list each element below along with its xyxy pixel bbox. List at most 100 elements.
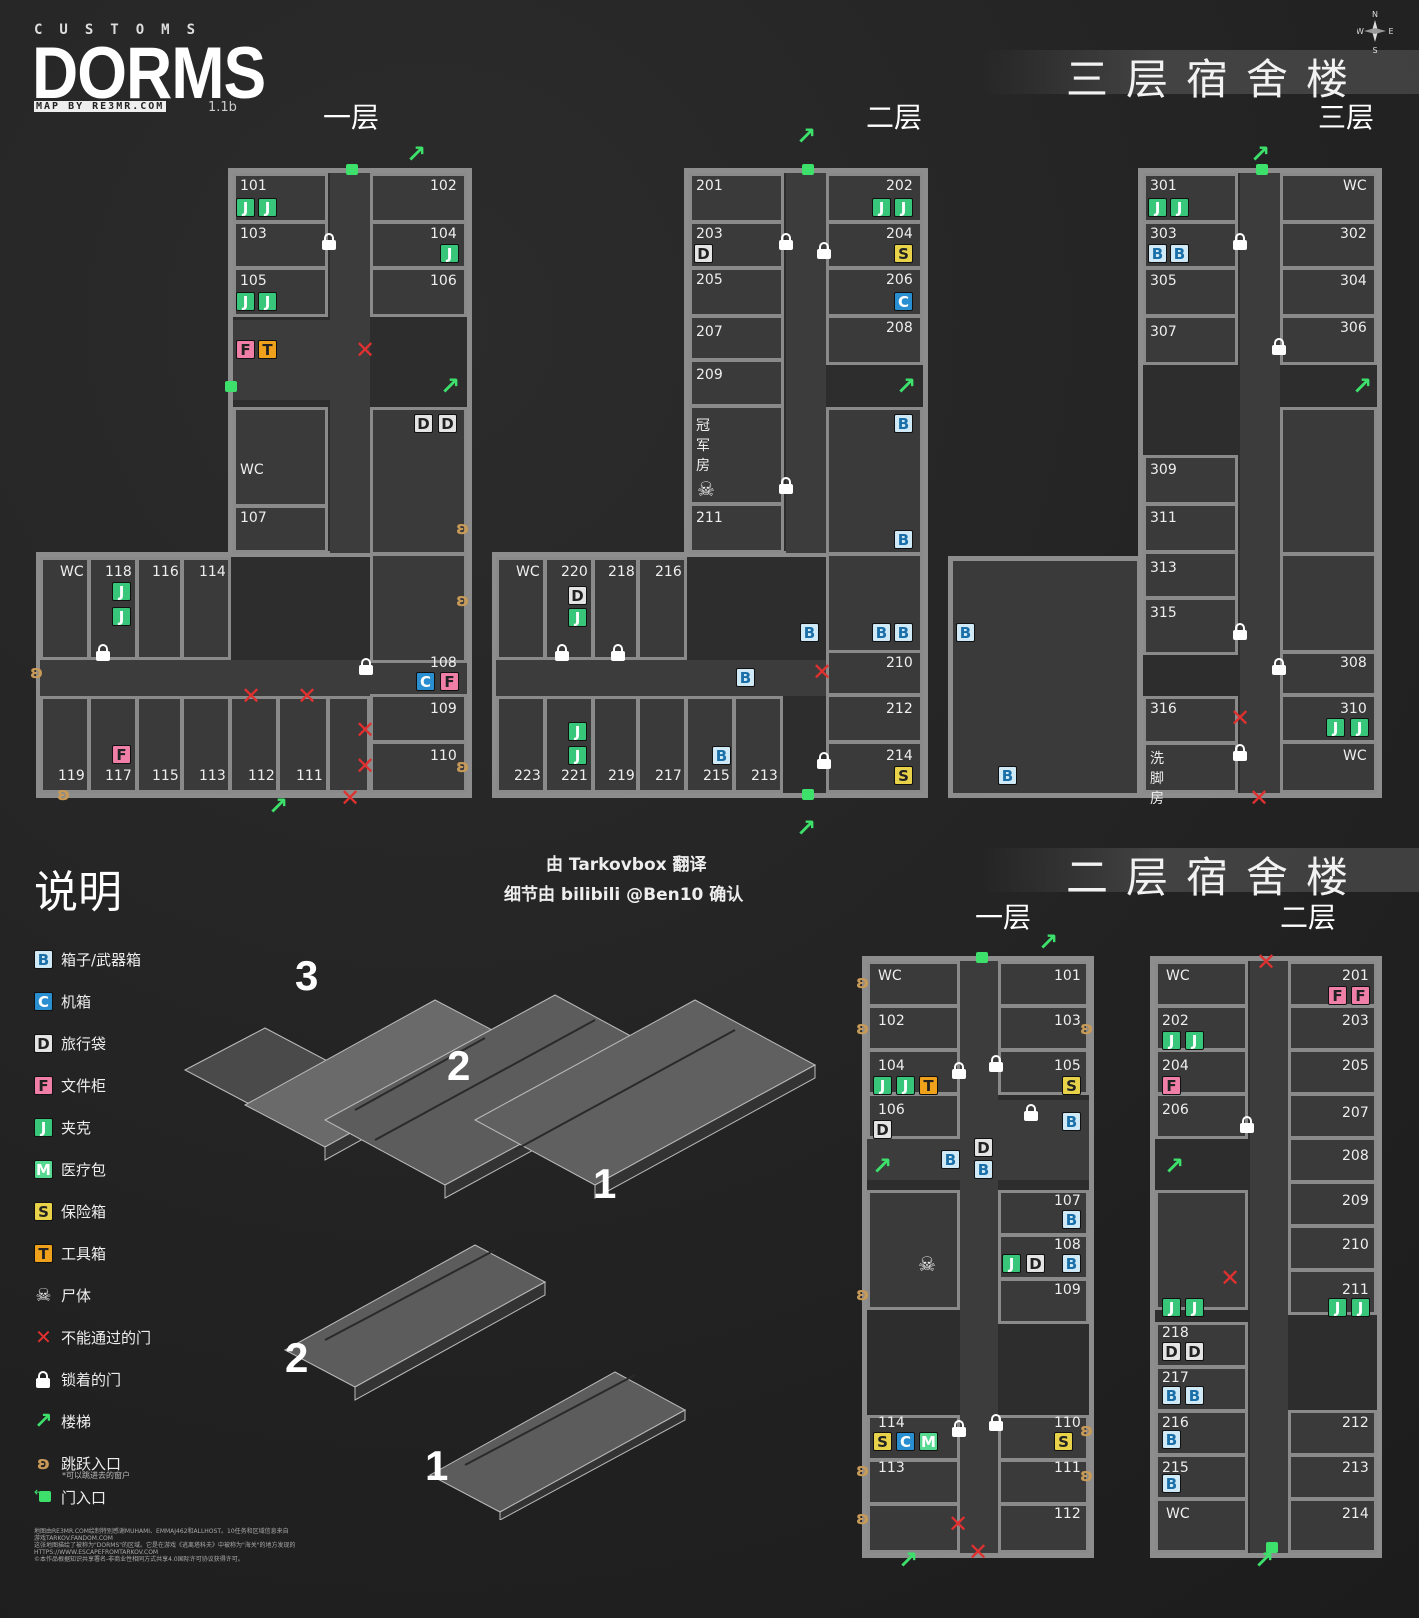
loot-marker-c: C [894, 292, 913, 311]
two-story-title: 二层宿舍楼 [1066, 853, 1367, 902]
loot-marker-d: D [694, 244, 713, 263]
room-112: 112 [248, 768, 275, 784]
room-cell [1143, 696, 1238, 744]
lock-icon [322, 233, 336, 250]
room-cell [685, 696, 735, 793]
loot-marker-b: B [1062, 1254, 1081, 1273]
iso-label-1: 1 [593, 1160, 616, 1207]
blocked-door-icon: ✕ [1220, 1264, 1241, 1292]
jump-window-icon: ʚ [856, 1018, 870, 1039]
loot-marker-j: J [568, 746, 587, 765]
loot-marker-f: F [1351, 986, 1370, 1005]
jump-window-icon: ʚ [856, 972, 870, 993]
room-210: 210 [886, 655, 913, 671]
loot-marker-j: J [236, 198, 255, 217]
compass-s: S [1372, 46, 1377, 54]
loot-marker-d: D [438, 414, 457, 433]
jump-window-icon: ʚ [456, 756, 470, 777]
room-cell [867, 1005, 960, 1051]
room-113: 113 [878, 1460, 905, 1476]
room-wc: WC [1166, 1506, 1190, 1522]
room-218: 218 [1162, 1325, 1189, 1341]
room-cell [998, 961, 1089, 1007]
compass-e: E [1388, 27, 1393, 36]
room-304: 304 [1340, 273, 1367, 289]
loot-marker-f: F [112, 745, 131, 764]
iso-label-2b: 2 [285, 1334, 308, 1381]
compass-w: W [1357, 27, 1364, 36]
room-114: 114 [199, 564, 226, 580]
loot-marker-s: S [894, 244, 913, 263]
room-104: 104 [878, 1058, 905, 1074]
blocked-door-icon: ✕ [948, 1510, 969, 1538]
loot-marker-j: J [1148, 198, 1167, 217]
room-cell [689, 267, 784, 317]
loot-marker-b: B [1148, 244, 1167, 263]
blocked-door-icon: ✕ [1256, 948, 1277, 976]
room-101: 101 [240, 178, 267, 194]
stairs-arrow-icon: ↗ [34, 1408, 53, 1434]
loot-marker-d: D [1026, 1254, 1045, 1273]
jump-window-icon: ʚ [456, 518, 470, 539]
loot-marker-b: B [1162, 1474, 1181, 1493]
room-cell [136, 696, 183, 793]
loot-marker-d: D [568, 586, 587, 605]
stairs-arrow-icon: ↗ [796, 814, 817, 842]
loot-marker-b: B [998, 766, 1017, 785]
blocked-door-icon: ✕ [241, 682, 262, 710]
loot-marker-j: J [1002, 1254, 1021, 1273]
room-cell [40, 557, 90, 660]
corridor-south [40, 660, 467, 696]
room-cell [1280, 315, 1377, 365]
iso-label-2: 2 [447, 1042, 470, 1089]
loot-marker-f: F [440, 672, 459, 691]
room-cell [826, 553, 923, 663]
loot-marker-b: B [1162, 1386, 1181, 1405]
room-212: 212 [886, 701, 913, 717]
loot-marker-d: D [414, 414, 433, 433]
room-201: 201 [1342, 968, 1369, 984]
room-217: 217 [1162, 1370, 1189, 1386]
room-213: 213 [1342, 1460, 1369, 1476]
title-bar-three [980, 50, 1419, 94]
room-207: 207 [1342, 1105, 1369, 1121]
loot-marker-f: F [1328, 986, 1347, 1005]
room-214: 214 [1342, 1506, 1369, 1522]
lock-icon [989, 1414, 1003, 1431]
room-cell [370, 173, 467, 223]
room-cell [1280, 173, 1377, 223]
room-wc: WC [1166, 968, 1190, 984]
room-302: 302 [1340, 226, 1367, 242]
jump-window-icon: ʚ [856, 1508, 870, 1529]
room-215: 215 [703, 768, 730, 784]
brand-sub: MAP BY RE3MR.COM [34, 101, 167, 112]
blocked-door-icon: ✕ [1230, 704, 1251, 732]
room-111: 111 [1054, 1460, 1081, 1476]
room-cell [1288, 1137, 1377, 1183]
loot-marker-m: M [34, 1159, 53, 1179]
room-202: 202 [886, 178, 913, 194]
loot-marker-b: B [800, 623, 819, 642]
room-217: 217 [655, 768, 682, 784]
lock-icon [817, 752, 831, 769]
legend-item-skull: ☠尸体 [35, 1284, 92, 1306]
loot-marker-d: D [1162, 1342, 1181, 1361]
room-cell [998, 1005, 1089, 1051]
room-wc: WC [240, 462, 264, 478]
room-foot-bath: 洗脚房 [1150, 751, 1164, 807]
x-icon: ✕ [35, 1325, 52, 1349]
room-119: 119 [58, 768, 85, 784]
room-cell [689, 503, 784, 553]
room-cell [1280, 407, 1377, 555]
skull-icon: ☠ [697, 477, 715, 501]
room-cell [1280, 741, 1377, 793]
compass-n: N [1372, 10, 1378, 19]
room-202: 202 [1162, 1013, 1189, 1029]
room-207: 207 [696, 324, 723, 340]
jump-window-icon: ʚ [1080, 1420, 1094, 1441]
room-206: 206 [886, 272, 913, 288]
room-champion: 冠军房 [696, 418, 710, 474]
room-cell [998, 1503, 1089, 1553]
